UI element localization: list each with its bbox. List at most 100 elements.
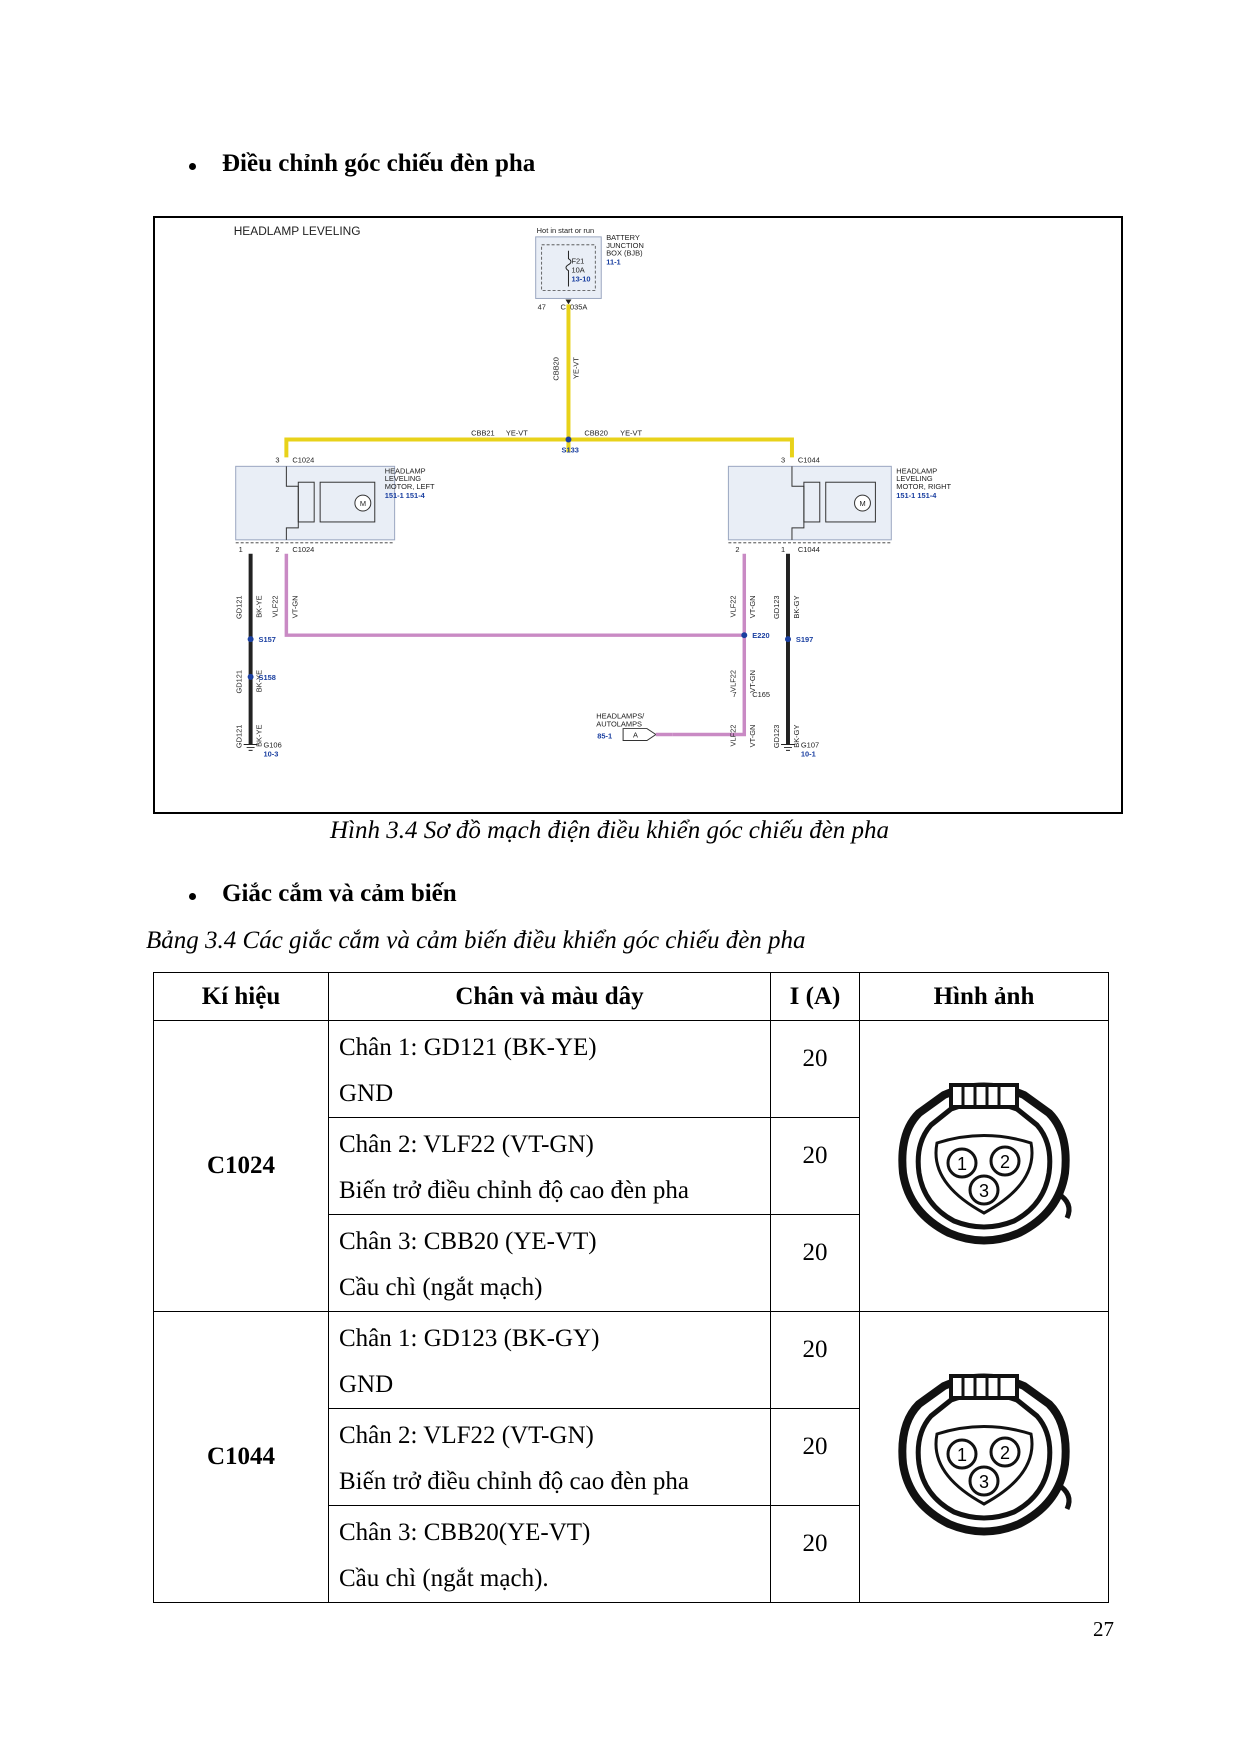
bjb-box (535, 236, 602, 299)
right-sig-code-2: VLF22 (728, 670, 737, 692)
left-branch-color: YE-VT (506, 429, 528, 438)
c1024-pin-1: 1 (957, 1154, 967, 1174)
splice-s158 (247, 673, 254, 680)
c1044-pin-2: 2 (1000, 1443, 1010, 1463)
pin-line2: Cầu chì (ngắt mạch). (339, 1565, 549, 1592)
connector-symbol: C1024 (153, 1020, 329, 1312)
left-pin2: 2 (275, 545, 279, 554)
c165-label: C165 (752, 690, 770, 699)
right-pin1: 1 (781, 545, 785, 554)
c165-pin: 7 (732, 690, 736, 699)
connector-c1044-icon: 1 2 3 (898, 1373, 1072, 1535)
right-pin3: 3 (781, 455, 785, 464)
left-gnd-color-3: BK-YE (255, 725, 264, 747)
connector-symbol: C1044 (153, 1311, 329, 1603)
left-signal-wire (284, 553, 745, 637)
table-row: C1044 Chân 1: GD123 (BK-GY) GND 20 (153, 1311, 1109, 1603)
right-motor-refs: 151-1 151-4 (896, 491, 937, 500)
right-motor-resistor (803, 481, 821, 523)
left-gnd-code-2: GD121 (235, 670, 244, 694)
pin-line2: Biến trở điều chỉnh độ cao đèn pha (339, 1468, 689, 1495)
right-gnd-color: BK-GY (792, 595, 801, 618)
left-gnd-color-2: BK-YE (255, 670, 264, 692)
left-motor-label-3: MOTOR, LEFT (385, 482, 435, 491)
fuse-symbol (565, 250, 572, 287)
right-motor-m-label: M (860, 499, 866, 508)
splice-s133-label: S133 (562, 445, 579, 454)
bullet-icon (189, 163, 196, 170)
right-sig-color: VT-GN (748, 595, 757, 618)
fuse-id: F21 (571, 257, 584, 266)
connector-image-cell: 1 2 3 (859, 1311, 1109, 1603)
autolamps-ref: 85-1 (597, 731, 612, 740)
left-ground-icon (243, 743, 258, 751)
right-motor-icon (854, 494, 871, 512)
current-cell: 20 (770, 1214, 860, 1312)
current-cell: 20 (770, 1408, 860, 1506)
connector-image-cell: 1 2 3 (859, 1020, 1109, 1312)
left-gnd-code: GD121 (235, 595, 244, 619)
autolamps-arrow (622, 728, 657, 741)
pin-line1: Chân 3: CBB20 (YE-VT) (339, 1228, 597, 1255)
fuse-rating: 10A (571, 266, 584, 275)
bjb-label-3: BOX (BJB) (606, 249, 643, 258)
pin-cell: Chân 2: VLF22 (VT-GN) Biến trở điều chỉn… (328, 1408, 771, 1506)
bjb-pin: 47 (538, 302, 546, 311)
left-motor-label-1: HEADLAMP (385, 466, 426, 475)
right-pin2: 2 (735, 545, 739, 554)
pin-line2: GND (339, 1080, 394, 1107)
left-motor-icon (354, 494, 372, 512)
right-gnd-code: GD123 (772, 595, 781, 619)
left-ground-label: G106 (264, 740, 282, 749)
pin-line2: Cầu chì (ngắt mạch) (339, 1274, 543, 1301)
pin-cell: Chân 3: CBB20(YE-VT) Cầu chì (ngắt mạch)… (328, 1505, 771, 1603)
left-pin3: 3 (275, 455, 279, 464)
hot-label: Hot in start or run (537, 226, 594, 235)
left-motor-m-label: M (360, 499, 366, 508)
pin-cell: Chân 3: CBB20 (YE-VT) Cầu chì (ngắt mạch… (328, 1214, 771, 1312)
c1044-pin-3: 3 (979, 1472, 989, 1492)
pin-cell: Chân 2: VLF22 (VT-GN) Biến trở điều chỉn… (328, 1117, 771, 1215)
pin-line1: Chân 3: CBB20(YE-VT) (339, 1519, 591, 1546)
main-wire-code: CBB20 (552, 357, 561, 381)
splice-s197 (785, 636, 791, 643)
right-sig-color-3: VT-GN (748, 725, 757, 748)
splice-s157 (247, 636, 254, 643)
left-branch-code: CBB21 (471, 429, 495, 438)
left-sig-code: VLF22 (270, 595, 279, 617)
right-sig-code: VLF22 (728, 595, 737, 617)
right-motor-frame (825, 481, 876, 523)
connector-table: Kí hiệu Chân và màu dây I (A) Hình ảnh C… (153, 972, 1109, 1603)
main-wire-color: YE-VT (571, 357, 580, 379)
autolamps-label-1: HEADLAMPS/ (596, 712, 645, 721)
bjb-label-2: JUNCTION (606, 241, 644, 250)
wiring-diagram-svg: HEADLAMP LEVELING Hot in start or run F2… (234, 224, 952, 758)
splice-s158-label: S158 (259, 673, 276, 682)
c1024-pin-2: 2 (1000, 1152, 1010, 1172)
right-sig-code-3: VLF22 (728, 725, 737, 747)
table-row: C1024 Chân 1: GD121 (BK-YE) GND 20 (153, 1020, 1109, 1312)
splice-e220 (741, 632, 748, 639)
current-cell: 20 (770, 1505, 860, 1603)
right-gnd-color-2: BK-GY (792, 725, 801, 748)
table-row: Chân 3: CBB20 (YE-VT) Cầu chì (ngắt mạch… (154, 1214, 1109, 1312)
splice-s133 (565, 436, 572, 443)
header-pin-color: Chân và màu dây (328, 972, 771, 1021)
pin-line1: Chân 1: GD121 (BK-YE) (339, 1034, 597, 1061)
header-image: Hình ảnh (859, 972, 1109, 1021)
right-ground-label: G107 (801, 740, 819, 749)
right-motor-label-2: LEVELING (896, 474, 933, 483)
bjb-ref: 11-1 (606, 258, 620, 267)
diagram-title: HEADLAMP LEVELING (234, 224, 361, 238)
left-pin1: 1 (239, 545, 243, 554)
section-heading-connectors: Giắc cắm và cảm biến (222, 880, 457, 907)
left-gnd-color: BK-YE (255, 595, 264, 617)
bjb-inner (541, 244, 596, 291)
right-signal-wire (672, 553, 747, 737)
right-ground-ref: 10-1 (801, 749, 816, 758)
autolamps-arrow-label: A (633, 731, 638, 740)
pin-line1: Chân 1: GD123 (BK-GY) (339, 1325, 600, 1352)
connector-c1024-icon: 1 2 3 (898, 1082, 1072, 1244)
current-cell: 20 (770, 1311, 860, 1409)
bjb-label-1: BATTERY (606, 233, 640, 242)
